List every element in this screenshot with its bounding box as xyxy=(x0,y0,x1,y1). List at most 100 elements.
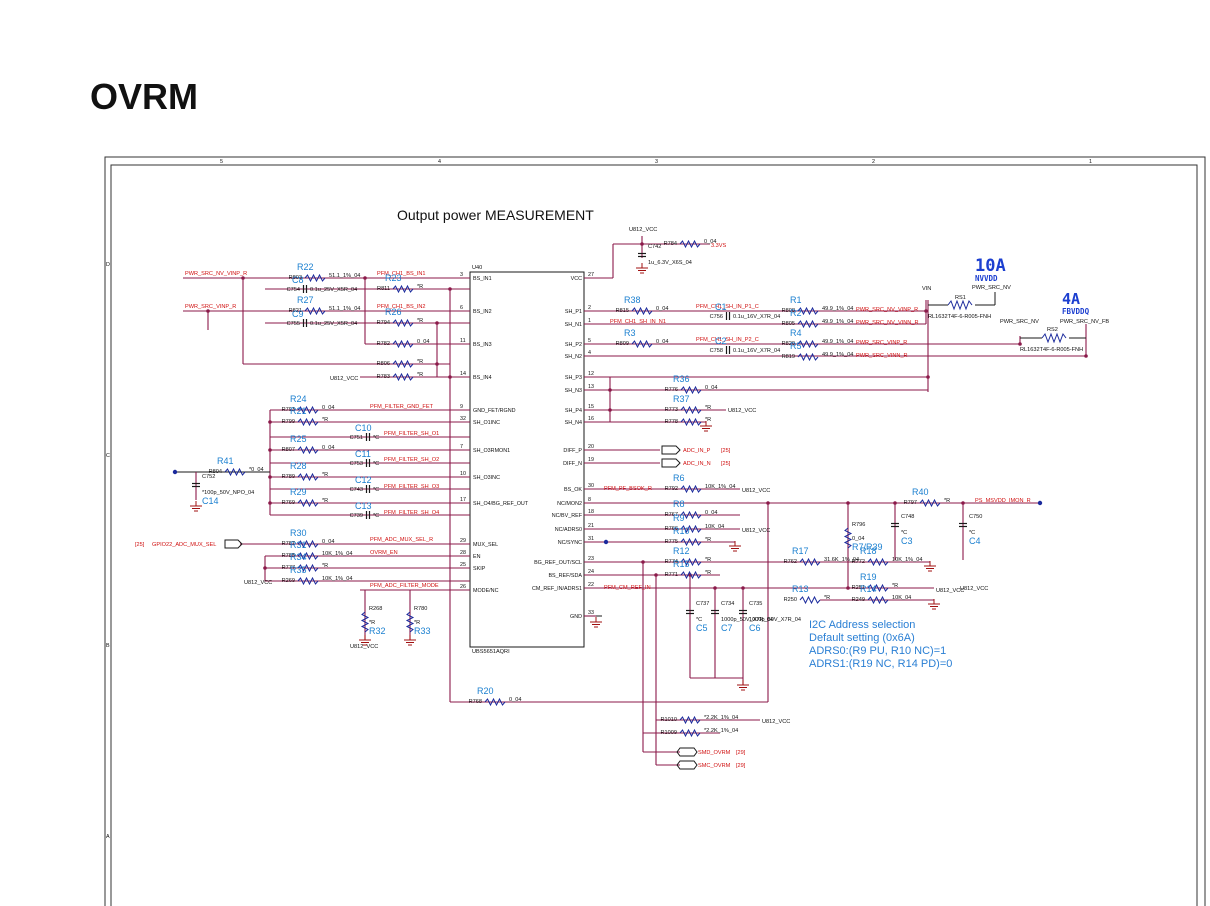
capacitor-part: C754 xyxy=(287,287,300,293)
ground-icon xyxy=(359,635,371,646)
resistor-value: 0_04 xyxy=(322,405,334,411)
shunt-rs1: 10A NVVDD RS1 RL1632T4F-6-R005-FNH xyxy=(928,256,1006,320)
resistor-value: 10K_1%_04 xyxy=(892,557,922,563)
resistor-part: R811 xyxy=(377,286,390,292)
svg-text:PWR_SRC_NV_VINP_R: PWR_SRC_NV_VINP_R xyxy=(185,271,247,277)
resistor-symbol xyxy=(392,339,414,349)
resistor-ref: R12 xyxy=(673,546,690,556)
frame-col-marker: 2 xyxy=(872,159,875,165)
resistor-symbol xyxy=(680,570,702,580)
svg-text:PFM_FILTER_SH_O4: PFM_FILTER_SH_O4 xyxy=(384,510,439,516)
resistor-part: R794 xyxy=(377,320,390,326)
capacitor-value: 0.1u_25V_X5R_04 xyxy=(310,321,357,327)
ic-part: UBS5651AQRI xyxy=(472,649,510,655)
resistor-value: *R xyxy=(417,284,423,290)
capacitor-ref: C13 xyxy=(355,501,372,511)
resistor-symbol xyxy=(867,557,889,567)
resistor-part: R821 xyxy=(289,308,302,314)
ic-pin-number: 12 xyxy=(588,371,594,377)
resistor-symbol xyxy=(797,306,819,316)
section-title: Output power MEASUREMENT xyxy=(397,207,594,223)
capacitor-value: 0.1u_25V_X5R_04 xyxy=(310,287,357,293)
resistor-value: 10K_1%_04 xyxy=(705,484,735,490)
i2c-note: I2C Address selection Default setting (0… xyxy=(809,619,952,670)
resistor-value: *R xyxy=(705,537,711,543)
svg-text:OVRM_EN: OVRM_EN xyxy=(370,550,398,556)
resistor-symbol xyxy=(797,319,819,329)
ic-pin-number: 22 xyxy=(588,582,594,588)
resistor-value: 0_04 xyxy=(656,306,668,312)
page-title: OVRM xyxy=(90,76,198,117)
resistor-symbol xyxy=(392,284,414,294)
capacitor-value: 1000p_50V_X7R_04 xyxy=(721,617,773,623)
ic-pin-number: 10 xyxy=(460,471,466,477)
resistor-symbol xyxy=(304,273,326,283)
ic-pin-number: 13 xyxy=(588,384,594,390)
resistor-part: R803 xyxy=(289,275,302,281)
svg-text:PFM_CH1_SH_IN_P1_C: PFM_CH1_SH_IN_P1_C xyxy=(696,304,759,310)
svg-text:PFM_ADC_MUX_SEL_R: PFM_ADC_MUX_SEL_R xyxy=(370,537,433,543)
resistor-ref: R32 xyxy=(369,626,386,636)
capacitor-value: *C xyxy=(901,530,907,536)
resistor-part: R766 xyxy=(665,526,678,532)
capacitor-ref: C6 xyxy=(749,623,761,633)
resistor-symbol xyxy=(297,551,319,561)
resistor-symbol xyxy=(297,576,319,586)
resistor-symbol xyxy=(680,417,702,427)
capacitor-value: *C xyxy=(696,617,702,623)
resistor-part: R773 xyxy=(665,407,678,413)
ground-icon xyxy=(928,599,940,610)
svg-text:PS_MSVDD_IMON_R: PS_MSVDD_IMON_R xyxy=(975,498,1031,504)
ic-pin-name: SH_N3 xyxy=(565,388,582,394)
ic-pin-name: BS_IN3 xyxy=(473,342,492,348)
resistor-value: *0_04 xyxy=(249,467,264,473)
resistor-ref: R23 xyxy=(385,273,402,283)
resistor-value: *2.2K_1%_04 xyxy=(704,715,738,721)
svg-text:U812_VCC: U812_VCC xyxy=(936,588,964,594)
svg-text:RS2: RS2 xyxy=(1047,327,1058,333)
resistor-symbol xyxy=(631,306,653,316)
resistor-ref: R34 xyxy=(290,552,307,562)
capacitor-value: *C xyxy=(969,530,975,536)
capacitor-part: C752 xyxy=(202,474,215,480)
resistor-symbol xyxy=(797,352,819,362)
capacitor-ref: C3 xyxy=(901,536,913,546)
resistor-ref: R22 xyxy=(297,262,314,272)
ic-pin-name: SH_P1 xyxy=(565,309,582,315)
shunt-rs2: 4A FBVDDQ RS2 RL1632T4F-6-R005-FNH xyxy=(1020,290,1090,353)
resistor-value: 0_04 xyxy=(417,339,429,345)
svg-text:PFM_FILTER_SH_O2: PFM_FILTER_SH_O2 xyxy=(384,457,439,463)
resistor-symbol xyxy=(680,537,702,547)
svg-text:PWR_SRC_NV: PWR_SRC_NV xyxy=(1000,319,1039,325)
resistor-part: R783 xyxy=(377,374,390,380)
resistor-ref: R29 xyxy=(290,487,307,497)
resistor-part: R777 xyxy=(282,565,295,571)
resistor-value: *R xyxy=(705,570,711,576)
resistor-ref: R37 xyxy=(673,394,690,404)
ground-icon xyxy=(700,421,712,432)
ic-pin-number: 31 xyxy=(588,536,594,542)
ic-pin-name: SH_O1INC xyxy=(473,420,500,426)
svg-text:NVVDD: NVVDD xyxy=(975,274,998,283)
ic-pin-number: 27 xyxy=(588,272,594,278)
resistor-symbol xyxy=(679,239,701,249)
resistor-part: R767 xyxy=(665,512,678,518)
frame-col-marker: 5 xyxy=(220,159,223,165)
ic-pin-name: SH_N4 xyxy=(565,420,582,426)
svg-text:U812_VCC: U812_VCC xyxy=(960,586,988,592)
resistor-part: R815 xyxy=(616,308,629,314)
ic-pin-name: SKIP xyxy=(473,566,486,572)
ground-icon xyxy=(636,263,648,274)
resistor-part: R1010 xyxy=(661,717,677,723)
ic-pin-number: 15 xyxy=(588,404,594,410)
ic-pin-number: 5 xyxy=(588,338,591,344)
capacitor-value: 1000p_50V_X7R_04 xyxy=(749,617,801,623)
ic-pin-number: 2 xyxy=(588,305,591,311)
capacitor-part: C750 xyxy=(969,514,982,520)
ic-pin-number: 30 xyxy=(588,483,594,489)
svg-text:U812_VCC: U812_VCC xyxy=(244,580,272,586)
resistor-part: R771 xyxy=(665,572,678,578)
resistor-part: R819 xyxy=(782,354,795,360)
resistor-symbol xyxy=(679,715,701,725)
resistor-part: R787 xyxy=(282,541,295,547)
